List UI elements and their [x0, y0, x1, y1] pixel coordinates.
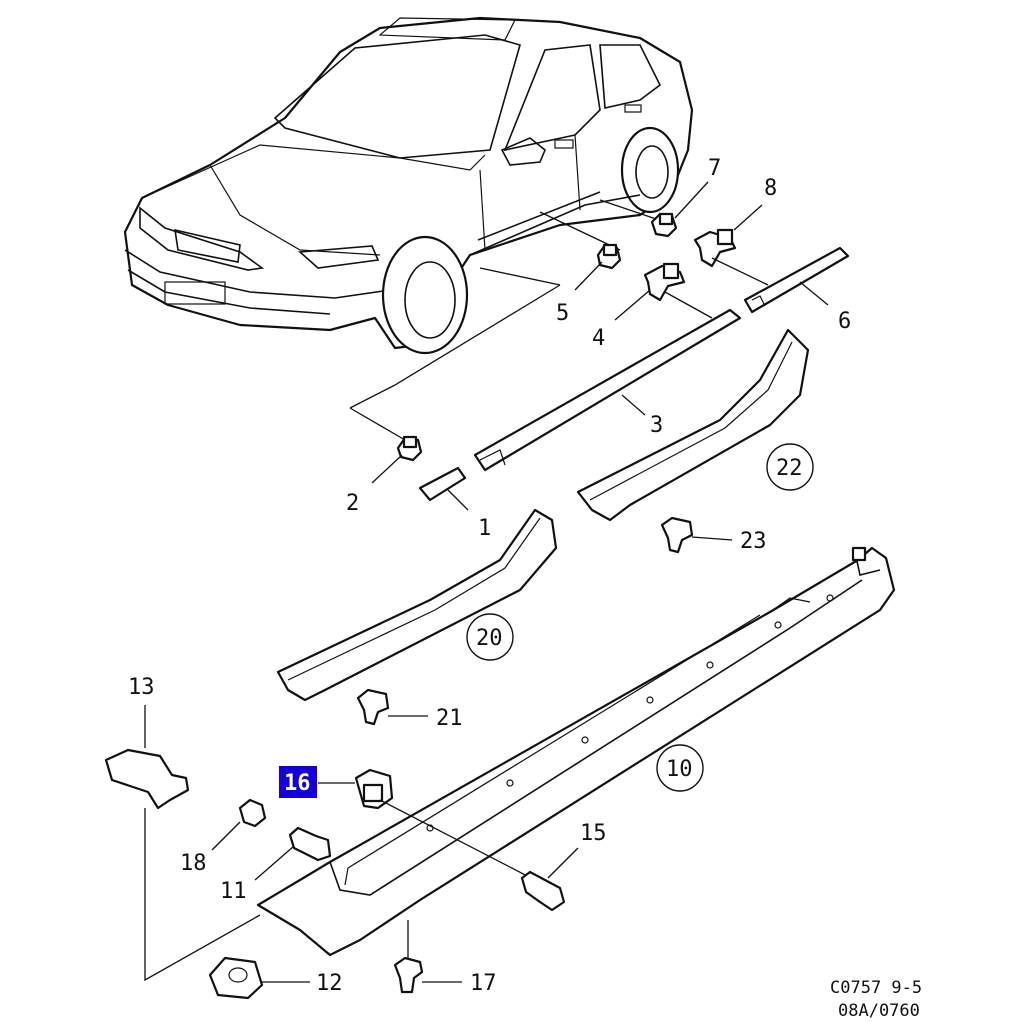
nut-plate-12 — [208, 956, 264, 1000]
car-illustration — [123, 16, 694, 355]
bolt-11 — [288, 826, 332, 862]
callout-6: 6 — [838, 309, 851, 334]
callout-12: 12 — [316, 971, 343, 996]
callout-1: 1 — [478, 516, 491, 541]
clip-5 — [596, 243, 622, 270]
diagram-code-line2: 08A/0760 — [838, 1001, 920, 1021]
callout-10: 10 — [666, 757, 693, 782]
callout-13: 13 — [128, 675, 155, 700]
callout-22-circle — [766, 443, 814, 491]
callout-16[interactable]: 16 — [284, 771, 311, 796]
strip-6 — [743, 246, 850, 314]
callout-15: 15 — [580, 821, 607, 846]
clip-21 — [356, 688, 390, 726]
callout-10-circle — [656, 744, 704, 792]
callout-18: 18 — [180, 851, 207, 876]
clip-8 — [650, 212, 678, 238]
callout-7: 8 — [764, 176, 777, 201]
callout-2: 2 — [346, 491, 359, 516]
sill-plate-22 — [576, 328, 810, 522]
callout-8: 7 — [708, 156, 721, 181]
callout-21: 21 — [436, 706, 463, 731]
callout-16-highlight — [279, 766, 317, 798]
holder-7 — [693, 228, 737, 268]
side-skirt-10 — [256, 546, 896, 957]
nut-18 — [238, 798, 267, 828]
callout-11: 11 — [220, 879, 247, 904]
callout-23: 23 — [740, 529, 767, 554]
clip-2 — [396, 435, 423, 462]
sill-plate-20 — [276, 508, 558, 702]
diagram-code-line1: C0757 9-5 — [830, 978, 922, 998]
screw-15 — [520, 870, 566, 912]
clip-16 — [354, 768, 394, 810]
callout-17: 17 — [470, 971, 497, 996]
callout-5: 5 — [556, 301, 569, 326]
callout-3: 3 — [650, 413, 663, 438]
callout-20-circle — [466, 613, 514, 661]
bracket-13 — [104, 748, 190, 810]
holder-4 — [643, 262, 686, 302]
callout-22: 22 — [776, 456, 803, 481]
strip-3 — [473, 308, 742, 472]
clip-23 — [660, 516, 694, 554]
callout-20: 20 — [476, 626, 503, 651]
clip-17 — [393, 956, 424, 994]
trim-1 — [418, 466, 467, 502]
callout-4: 4 — [592, 326, 605, 351]
